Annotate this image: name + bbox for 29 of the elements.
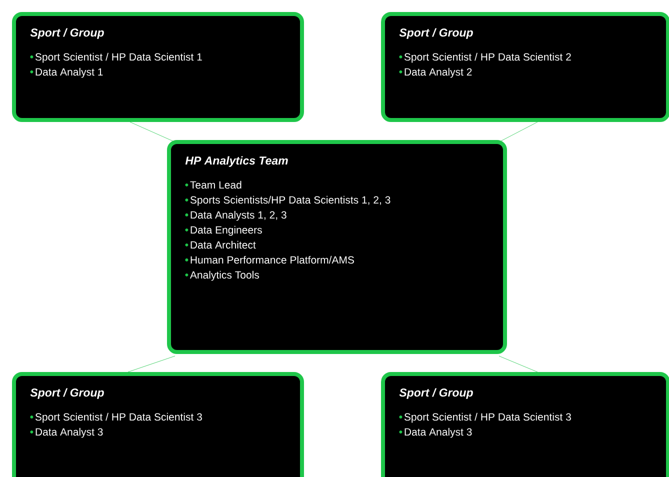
list-item: Data Engineers xyxy=(190,226,262,236)
group-box xyxy=(381,12,669,122)
connector-line xyxy=(130,122,176,142)
list-item: Sport Scientist / HP Data Scientist 3 xyxy=(35,412,202,423)
list-item: Sports Scientists/HP Data Scientists 1, 2, 3 xyxy=(190,196,390,206)
list-item: Sport Scientist / HP Data Scientist 1 xyxy=(35,52,202,63)
list-item: Sport Scientist / HP Data Scientist 2 xyxy=(404,52,571,63)
list-item: Data Analyst 2 xyxy=(404,68,472,78)
connector-line xyxy=(128,356,176,372)
node-label: Sport / Group xyxy=(399,28,473,39)
connector-line xyxy=(498,356,538,372)
group-box xyxy=(381,372,669,477)
group-box xyxy=(12,372,304,477)
list-item: Analytics Tools xyxy=(190,270,259,281)
list-item: Data Analysts 1, 2, 3 xyxy=(190,210,286,221)
list-item: Human Performance Platform/AMS xyxy=(190,256,354,264)
list-item: Data Analyst 1 xyxy=(36,68,103,78)
node-label: Sport / Group xyxy=(30,388,104,399)
node-label: Sport / Group xyxy=(399,388,473,399)
node-label: Sport / Group xyxy=(30,28,104,39)
connector-line xyxy=(498,122,538,142)
list-item: Data Analyst 3 xyxy=(404,428,472,438)
group-box xyxy=(167,140,507,354)
list-item: Team Lead xyxy=(190,180,242,189)
list-item: Data Architect xyxy=(190,240,256,249)
list-item: Sport Scientist / HP Data Scientist 3 xyxy=(404,412,571,423)
node-label: HP Analytics Team xyxy=(185,156,288,167)
group-box xyxy=(12,12,304,122)
list-item: Data Analyst 3 xyxy=(36,428,103,438)
